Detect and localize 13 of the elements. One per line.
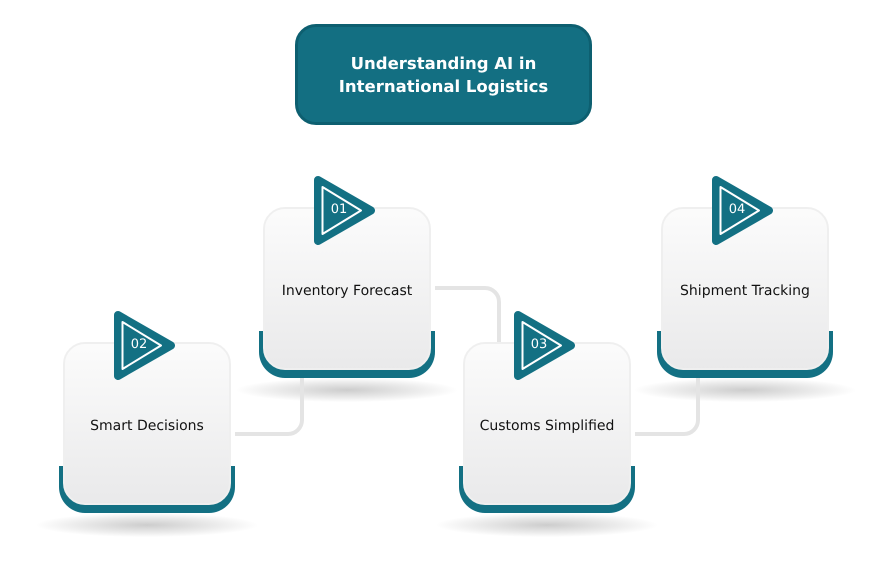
step-label: Customs Simplified (478, 417, 616, 435)
step-number-badge: 04 (711, 175, 774, 246)
title-banner (295, 24, 592, 125)
title-text: Understanding AI in International Logistics (338, 52, 550, 98)
step-number-badge: 02 (113, 310, 176, 381)
step-label: Inventory Forecast (280, 282, 414, 300)
connector-line (635, 378, 700, 436)
step-label: Smart Decisions (89, 417, 205, 435)
step-label: Shipment Tracking (679, 282, 811, 300)
step-number-badge: 01 (313, 175, 376, 246)
connector-line (435, 286, 501, 342)
step-number-badge: 03 (513, 310, 576, 381)
connector-line (235, 378, 304, 436)
